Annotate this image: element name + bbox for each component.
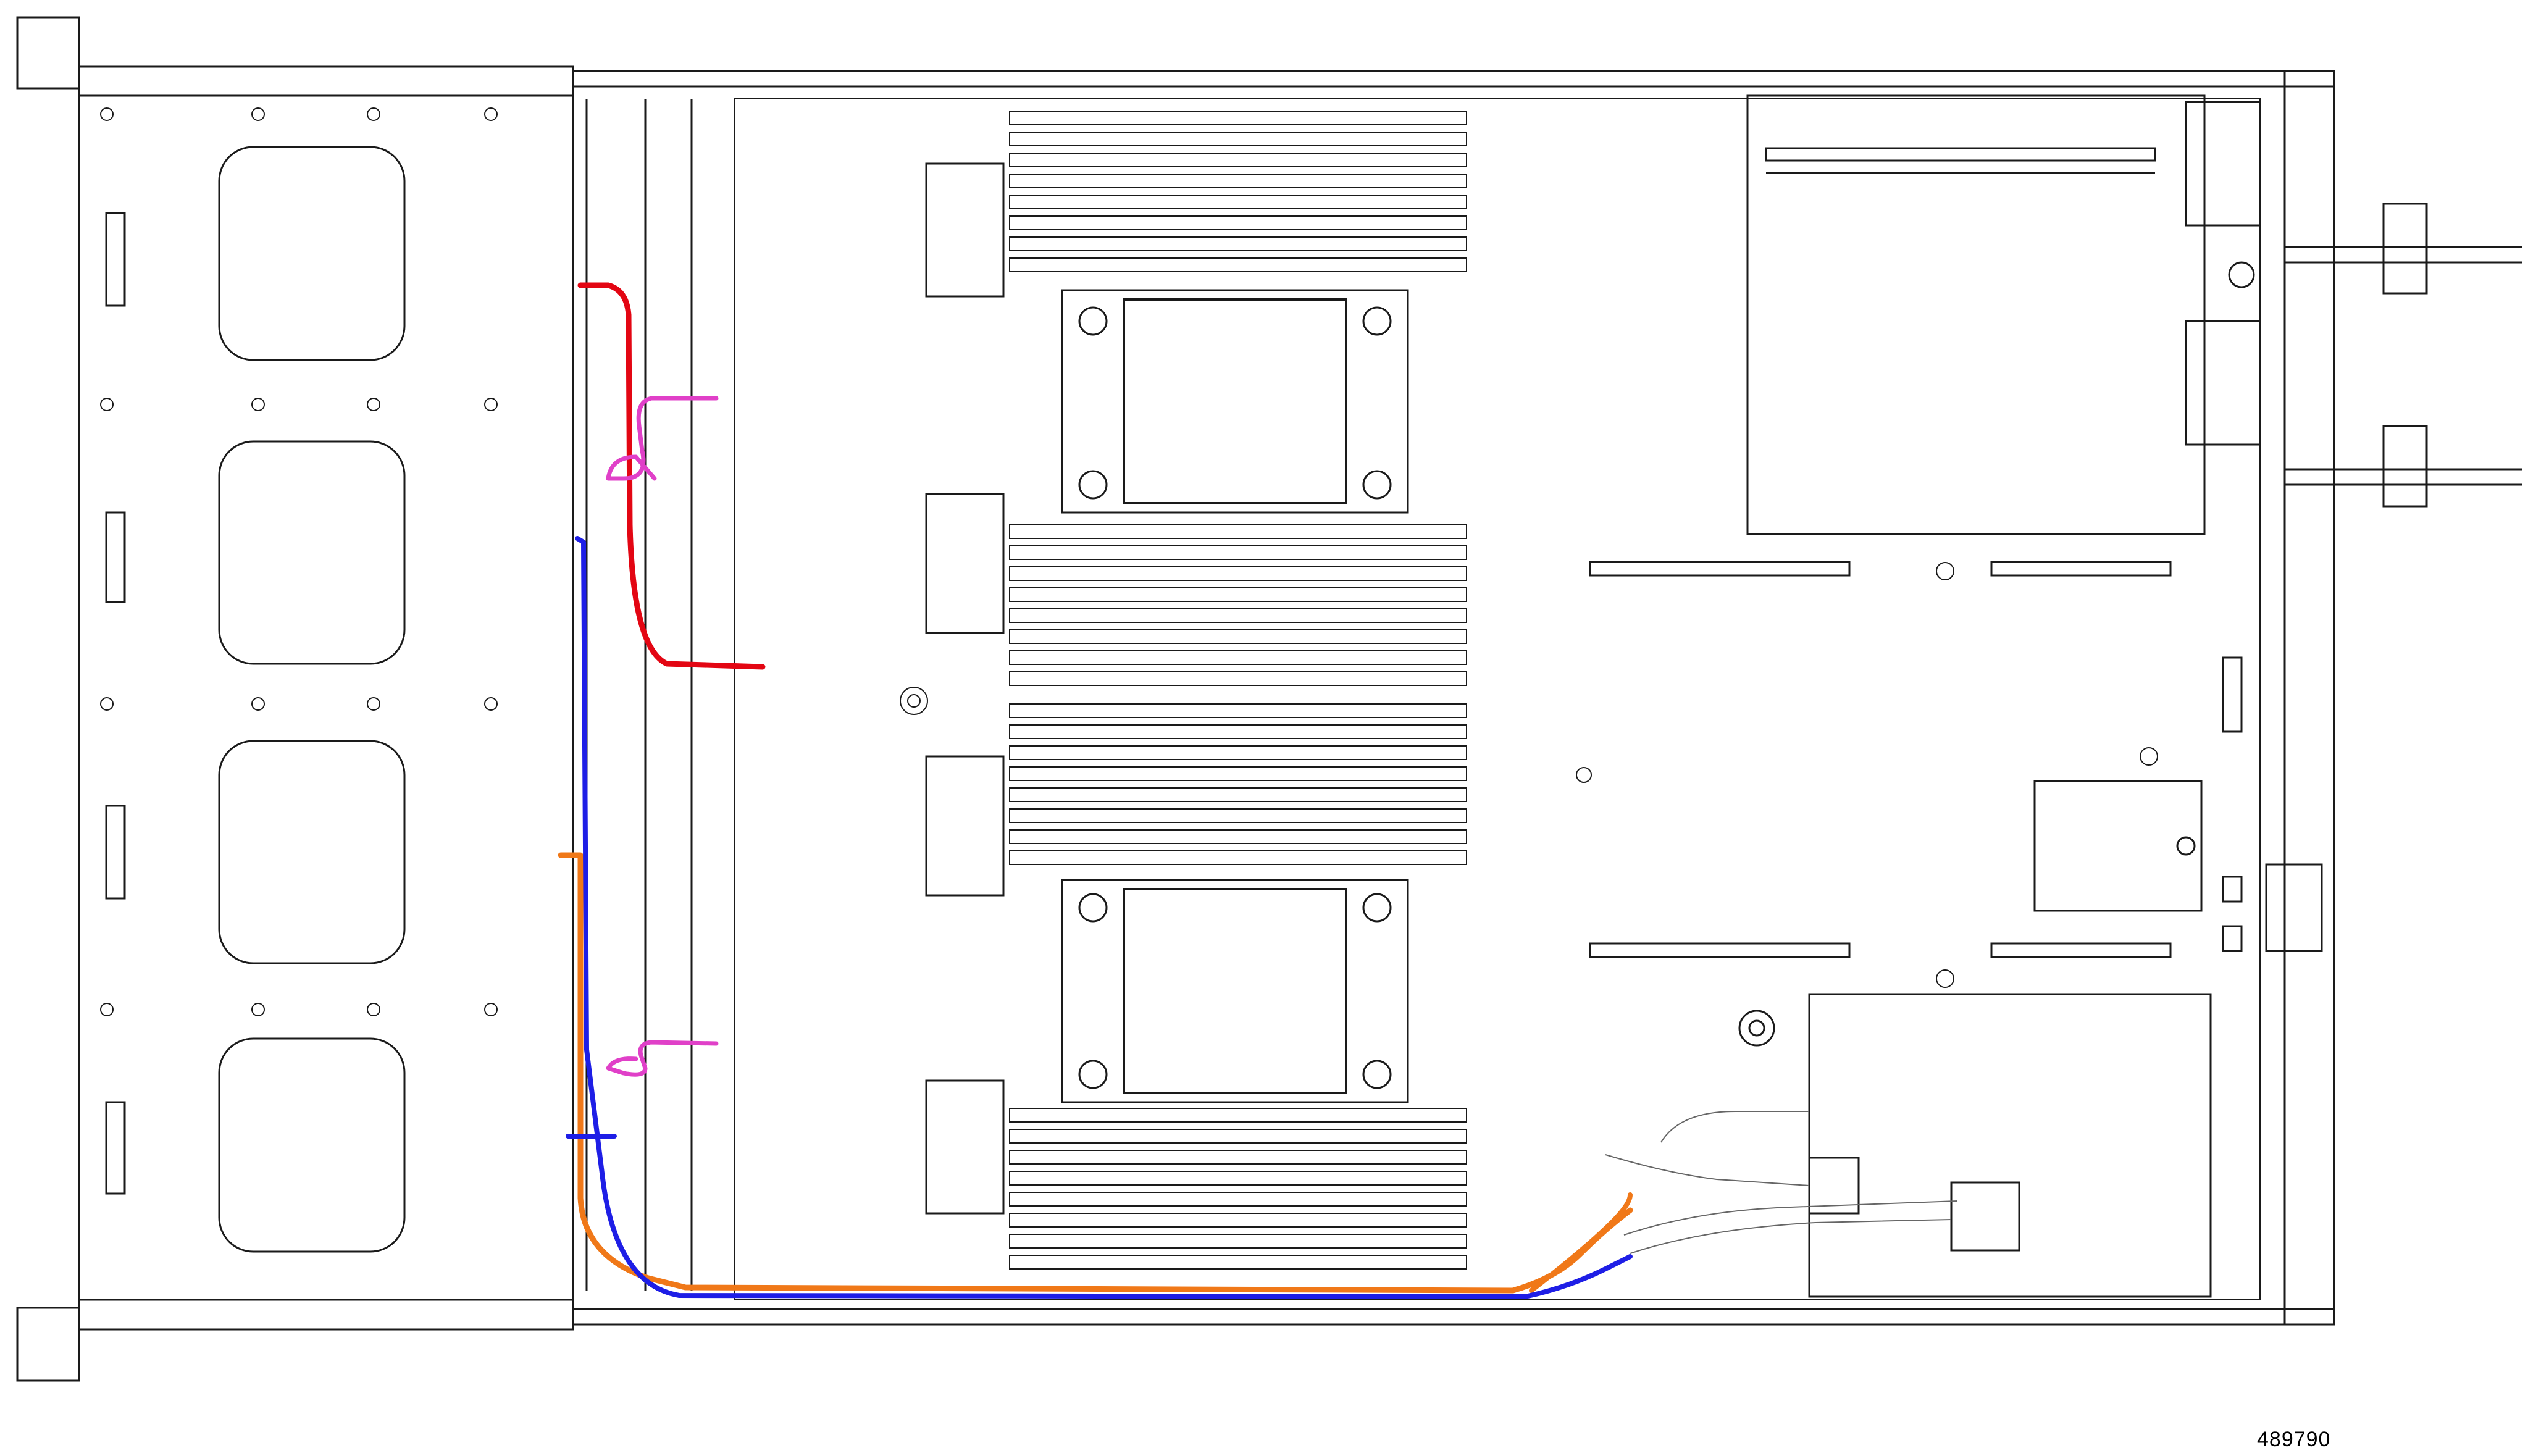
- fan-label-slot-2: [105, 511, 126, 603]
- cable-pink-lower: [606, 1040, 719, 1077]
- heatsink-block-4: [925, 1079, 1005, 1215]
- dimm-slot: [1009, 524, 1467, 539]
- fan-label-slot-1: [105, 212, 126, 307]
- dimm-slot: [1009, 829, 1467, 844]
- dimm-slot: [1009, 195, 1467, 209]
- dimm-slot: [1009, 236, 1467, 251]
- dimm-slot: [1009, 1213, 1467, 1228]
- fan-bay-1: [218, 146, 406, 361]
- power-supply-bay-2: [2185, 320, 2261, 446]
- fan-label-slot-4: [105, 1101, 126, 1195]
- dimm-slot: [1009, 566, 1467, 581]
- dimm-banks: [1009, 111, 1467, 1270]
- pcie-slot-2: [1990, 561, 2172, 577]
- dimm-slot: [1009, 1171, 1467, 1186]
- pcie-slot-3: [1589, 942, 1851, 958]
- cpu-socket-2: [1061, 879, 1409, 1103]
- mounting-holes: [100, 107, 2158, 1016]
- dimm-slot: [1009, 1234, 1467, 1249]
- riser-cage: [1746, 94, 2206, 535]
- gray-cable-bundle: [1605, 1111, 1958, 1254]
- dimm-slot: [1009, 671, 1467, 686]
- heatsink-block-1: [925, 162, 1005, 298]
- dimm-slot: [1009, 703, 1467, 718]
- dimm-slot: [1009, 745, 1467, 760]
- fan-label-slot-3: [105, 805, 126, 900]
- dimm-slot: [1009, 257, 1467, 272]
- dimm-slot: [1009, 787, 1467, 802]
- figure-reference-number: 489790: [2257, 1428, 2331, 1451]
- front-ear-bottom: [16, 1307, 80, 1382]
- cable-pink-upper: [606, 396, 719, 481]
- rear-io-ports: [2222, 656, 2323, 952]
- storage-controller-bay: [1738, 993, 2212, 1298]
- heatsink-block-3: [925, 755, 1005, 897]
- dimm-slot: [1009, 1129, 1467, 1144]
- dimm-slot: [1009, 808, 1467, 823]
- dimm-slot: [1009, 1192, 1467, 1207]
- cable-blue: [575, 536, 1633, 1299]
- dimm-slot: [1009, 587, 1467, 602]
- pcie-slot-1: [1589, 561, 1851, 577]
- dimm-slot: [1009, 850, 1467, 865]
- dimm-slot: [1009, 1108, 1467, 1123]
- front-ear-top: [16, 16, 80, 90]
- fan-bay-3: [218, 740, 406, 964]
- dimm-slot: [1009, 215, 1467, 230]
- dimm-slot: [1009, 1150, 1467, 1165]
- psu-handle-2: [2285, 425, 2522, 508]
- dimm-slot: [1009, 608, 1467, 623]
- psu-handle-1: [2285, 203, 2522, 295]
- dimm-slot: [1009, 766, 1467, 781]
- power-supply-bay-1: [2185, 101, 2261, 288]
- dimm-slot: [1009, 724, 1467, 739]
- cable-orange-branch: [1529, 1192, 1633, 1293]
- cpu-socket-1: [1061, 289, 1409, 514]
- motherboard: [734, 98, 2261, 1300]
- fan-bay-4: [218, 1037, 406, 1253]
- cable-red: [577, 282, 766, 670]
- dimm-slot: [1009, 174, 1467, 188]
- dimm-slot: [1009, 1255, 1467, 1270]
- fan-bay-2: [218, 440, 406, 665]
- dimm-slot: [1009, 132, 1467, 146]
- dimm-slot: [1009, 111, 1467, 125]
- front-fan-cage: [16, 16, 574, 1382]
- ocp-mezz-module: [2033, 780, 2203, 912]
- chassis-outline: [572, 70, 2335, 1326]
- dimm-slot: [1009, 629, 1467, 644]
- heatsink-block-2: [925, 493, 1005, 634]
- pcie-slot-4: [1990, 942, 2172, 958]
- dimm-slot: [1009, 153, 1467, 167]
- dimm-slot: [1009, 650, 1467, 665]
- dimm-slot: [1009, 545, 1467, 560]
